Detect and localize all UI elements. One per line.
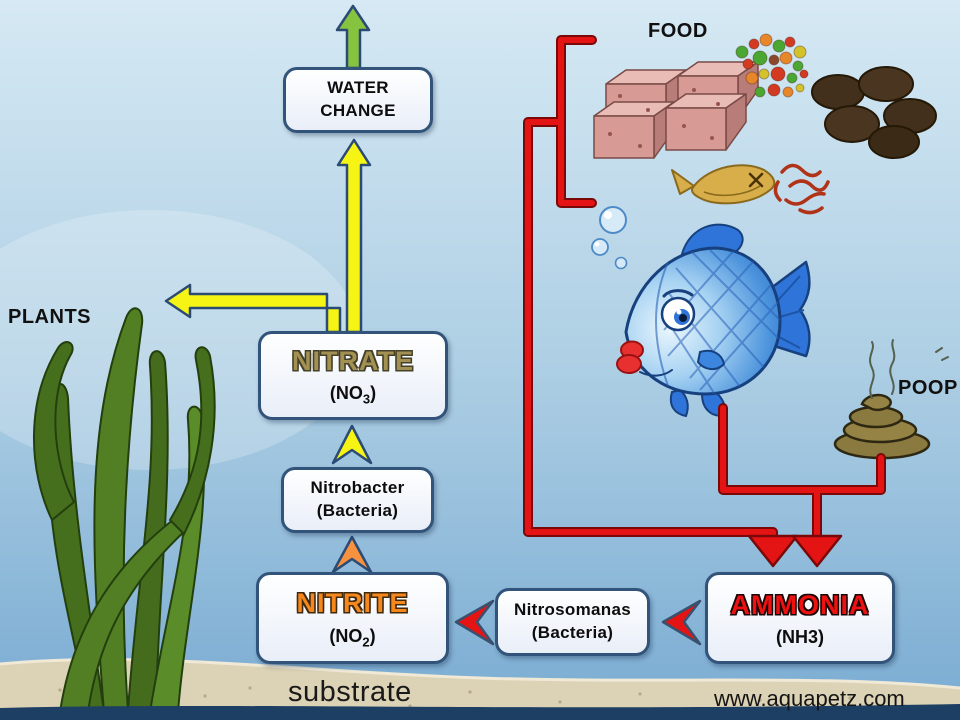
- fish-poop-to-ammonia-line: [718, 403, 886, 568]
- water-change-line2: CHANGE: [320, 101, 396, 120]
- plants-label: PLANTS: [8, 306, 91, 328]
- food-cubes-illustration: [593, 61, 759, 159]
- nitrate-to-plants-arrow: [164, 283, 342, 334]
- nitrosomanas-line2: (Bacteria): [531, 623, 614, 642]
- ammonia-title: AMMONIA: [730, 589, 870, 620]
- poop-illustration: [833, 393, 931, 460]
- bloodworms-illustration: [773, 163, 830, 215]
- substrate-label: substrate: [288, 676, 412, 708]
- nitrate-box: NITRATE (NO3): [258, 331, 448, 420]
- nitrobacter-box: Nitrobacter (Bacteria): [281, 467, 434, 533]
- bubbles: [591, 206, 628, 270]
- nitrobacter-line1: Nitrobacter: [310, 478, 405, 498]
- dried-fish-food-illustration: [671, 164, 776, 205]
- fish-illustration: [616, 223, 811, 418]
- nitrobacter-to-nitrate-arrow: [331, 424, 373, 465]
- ammonia-to-nitrosomanas-arrow: [661, 599, 702, 646]
- nitrite-box: NITRITE (NO2): [256, 572, 449, 664]
- nitrite-title: NITRITE: [296, 588, 409, 619]
- ammonia-box: AMMONIA (NH3): [705, 572, 895, 664]
- ammonia-formula: (NH3): [776, 627, 824, 648]
- water-change-line1: WATER: [327, 78, 389, 98]
- plant-illustration: [33, 307, 216, 713]
- nitrite-formula: (NO2): [329, 625, 376, 650]
- stink-lines: [869, 339, 949, 399]
- water-change-output-arrow: [335, 4, 371, 70]
- nitrate-formula: (NO3): [329, 383, 377, 407]
- pellet-food-illustration: [811, 66, 937, 159]
- nitrate-title: NITRATE: [292, 345, 414, 376]
- flake-food-illustration: [735, 33, 809, 98]
- nitrosomanas-box: Nitrosomanas (Bacteria): [495, 588, 650, 656]
- poop-label: POOP: [898, 377, 958, 399]
- water-change-box: WATER CHANGE: [283, 67, 433, 133]
- bottom-strip: [0, 704, 960, 720]
- nitrate-to-water-change-arrow: [336, 138, 372, 334]
- nitrosomanas-to-nitrite-arrow: [454, 599, 495, 646]
- food-label: FOOD: [648, 20, 708, 42]
- nitrosomanas-line1: Nitrosomanas: [514, 600, 631, 620]
- food-to-ammonia-line: [523, 35, 799, 568]
- nitrobacter-line2: (Bacteria): [316, 501, 399, 520]
- watermark-text: www.aquapetz.com: [714, 686, 905, 711]
